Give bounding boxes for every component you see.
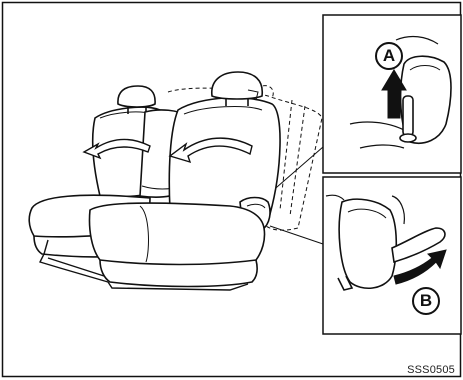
- detail-a-lever-handle: [400, 96, 416, 142]
- callout-a-label: A: [375, 42, 403, 70]
- callout-b-label: B: [412, 287, 440, 315]
- seat-cushions: [29, 195, 264, 286]
- figure-code-label: SSS0505: [407, 364, 455, 376]
